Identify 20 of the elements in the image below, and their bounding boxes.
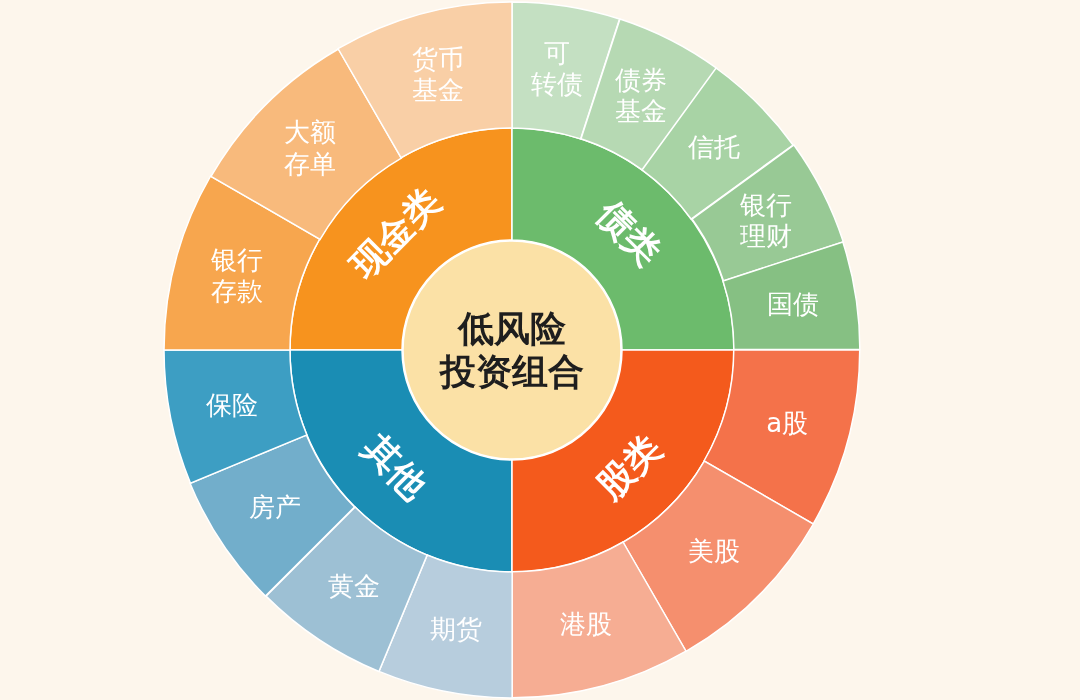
category-label: 其他: [353, 426, 436, 509]
category-label: 债类: [588, 191, 671, 274]
segment-label: 期货: [430, 613, 483, 646]
segment-label: 银行理财: [739, 189, 792, 252]
center-title: 低风险投资组合: [440, 306, 584, 394]
segment-label: 信托: [687, 132, 740, 165]
segment-label: 货币基金: [412, 43, 465, 106]
segment-label: a股: [766, 408, 809, 440]
segment-label: 大额存单: [284, 117, 337, 180]
segment-label: 黄金: [327, 571, 380, 603]
segment-label: 美股: [687, 535, 740, 568]
segment-label: 国债: [767, 289, 820, 321]
segment-label: 可转债: [530, 37, 583, 100]
segment-label: 房产: [249, 492, 301, 524]
segment-label: 债券基金: [615, 64, 668, 128]
category-label: 股类: [588, 426, 671, 509]
category-label: 现金类: [341, 179, 449, 287]
segment-label: 银行存款: [210, 245, 263, 308]
segment-label: 港股: [559, 609, 612, 641]
segment-label: 保险: [206, 390, 259, 422]
